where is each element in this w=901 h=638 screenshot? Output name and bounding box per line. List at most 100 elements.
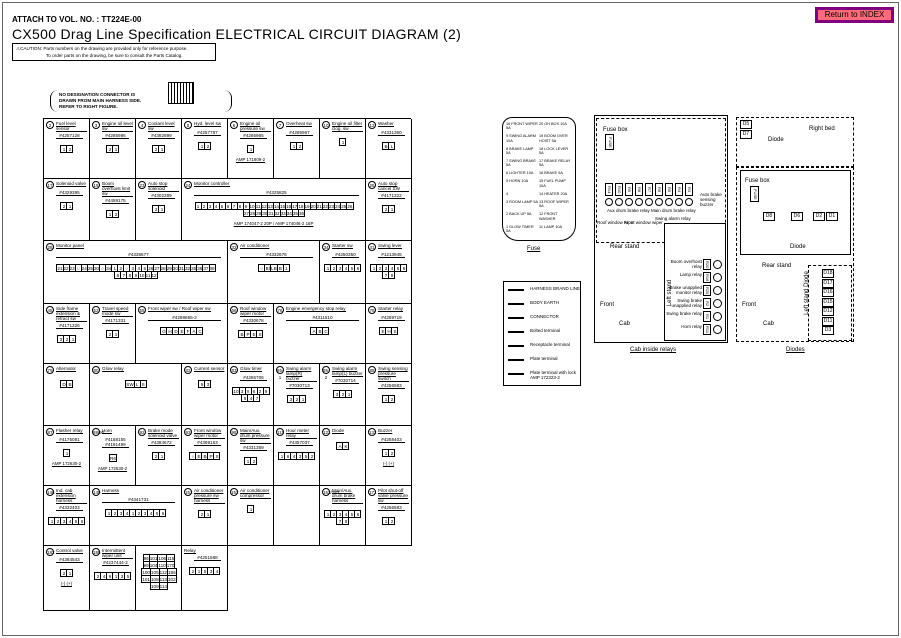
connector-pin: 8	[388, 271, 396, 279]
legend-symbol-icon	[508, 345, 524, 347]
page-title: CX500 Drag Line Specification ELECTRICAL…	[12, 26, 462, 42]
connector-pin: 1	[339, 138, 347, 146]
diode-cab-area	[736, 167, 854, 342]
part-number: #4331359	[240, 445, 267, 451]
connector-pin: 114	[158, 582, 168, 590]
connector-pin: 1	[388, 205, 396, 213]
fuse-item: 16 BRAKE 5A	[539, 171, 563, 176]
cell-number: 32	[230, 243, 238, 251]
cell-number: 25	[368, 181, 376, 189]
connector-pin: 2	[296, 142, 304, 150]
cell-number: 28	[46, 243, 54, 251]
cell-name: Boom overhoist limit sw	[102, 181, 133, 197]
diode-fuse-block: FUSE	[750, 186, 759, 202]
cell-name: Ind. cab extension harness	[56, 488, 87, 504]
diode-block: D15	[822, 297, 834, 307]
cell-number: 83	[230, 366, 238, 374]
cell-name: Horn	[102, 428, 112, 434]
relay-block: R11	[703, 324, 711, 335]
cell-number: 111	[276, 428, 284, 436]
cell-number: 93	[184, 428, 192, 436]
cell-number: 19	[92, 181, 100, 189]
cell-name: Hyd. level sw	[194, 121, 222, 127]
part-number: #4237444-2	[102, 560, 129, 566]
relay-block: R25	[703, 285, 711, 296]
diode-label: Diode	[768, 137, 784, 143]
empty-cell	[228, 546, 412, 611]
main-drum-label: Main drum brake relay	[651, 208, 696, 213]
fuse-box-label: Fuse box	[603, 127, 628, 133]
cell-number: 153/183	[322, 488, 340, 496]
cell-number: 45	[46, 306, 54, 314]
part-number: #4285965	[240, 133, 267, 139]
relay-socket-icon	[713, 260, 722, 269]
diode-block: D3	[822, 326, 834, 335]
side-relay-label: Swing brake relay	[666, 311, 702, 316]
relay-socket-icon	[713, 312, 722, 321]
cell-name: Relay	[184, 548, 196, 554]
cell-name: Flasher relay	[56, 428, 83, 434]
connector-icon: 1	[232, 145, 269, 153]
connector-figure	[168, 82, 194, 104]
relay-block: R7	[645, 183, 653, 196]
diode-cab-label: Cab	[763, 321, 775, 327]
legend-symbol-icon	[508, 373, 524, 375]
part-number: #4311510	[286, 315, 359, 321]
diode-left-stand-label: Left stand Diode	[803, 271, 810, 315]
connector-pin: 2	[388, 449, 396, 457]
cell-name: Buzzer	[378, 428, 393, 434]
cell-name: Hour meter relay	[286, 428, 317, 439]
cell-name: Air conditioner	[240, 243, 270, 249]
connector-pin: 1	[247, 505, 255, 513]
cell-number: 23	[138, 181, 146, 189]
cell-number: 85-2	[322, 366, 330, 380]
cell-name: Air conditioner compressor	[240, 488, 271, 499]
fuse-item: 15 FUEL PUMP 10A	[539, 179, 566, 188]
cell-name: Control valve	[56, 548, 83, 554]
cell-number: 132	[368, 428, 377, 436]
fuse-item: 9 SWING ALARM 10A	[506, 134, 536, 143]
relay-socket-icon	[713, 273, 722, 282]
relay-socket-icon	[635, 198, 643, 206]
side-relay-label: Brake unapplied monitor relay	[669, 285, 702, 295]
return-to-index-button[interactable]: Return to INDEX	[815, 7, 894, 23]
attach-volume-label: ATTACH TO VOL. NO. : TT224E-00	[12, 15, 142, 24]
cell-number: 171	[368, 488, 377, 496]
legend-item: Plate terminal with lock AMP 172323-2	[530, 370, 577, 380]
fuse-item: 16 FRONT WIPER 5A	[506, 122, 538, 131]
diode-block: D18	[822, 269, 834, 278]
connector-pin: 1	[158, 205, 166, 213]
connector-pin: S	[391, 327, 399, 335]
part-number: #4329395	[56, 190, 83, 196]
connector-icon: R6	[94, 454, 131, 462]
cell-number: 3	[92, 121, 100, 129]
part-number: #4330678	[240, 318, 267, 324]
